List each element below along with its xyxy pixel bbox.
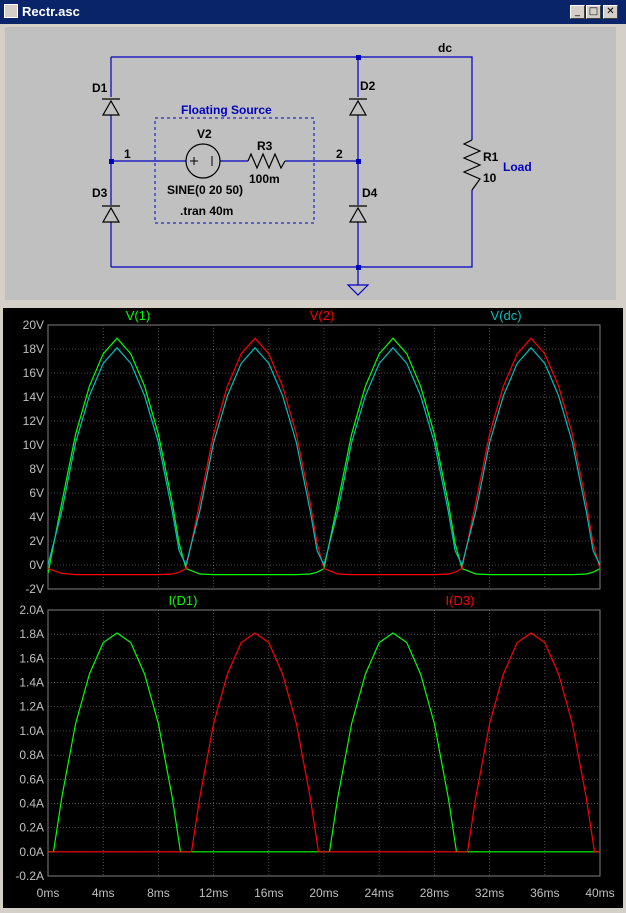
trace-label[interactable]: V(dc) [490,308,521,323]
y-tick-label: 1.8A [19,627,44,641]
y-tick-label: 0V [29,558,44,572]
load-label: Load [503,160,532,174]
label-d4: D4 [362,186,378,200]
y-tick-label: -2V [25,582,44,596]
schematic-canvas[interactable]: dc 1 2 D1 D2 D3 D4 V2 R3 100m R1 10 SINE… [5,27,616,300]
y-tick-label: 20V [23,318,44,332]
label-r3: R3 [257,139,273,153]
y-tick-label: 8V [29,462,44,476]
source-spec-label: SINE(0 20 50) [167,183,243,197]
y-tick-label: 12V [23,414,44,428]
x-tick-label: 24ms [365,886,394,900]
y-tick-label: 0.4A [19,796,44,810]
current-plot[interactable]: -0.2A 0.0A 0.2A 0.4A 0.6A 0.8A 1.0A 1.2A 1.4A 1.6… [15,593,614,900]
series-line-vdc[interactable] [47,346,601,567]
y-tick-label: 10V [23,438,44,452]
maximize-button[interactable]: □ [586,5,601,19]
diode-d4[interactable] [348,205,368,223]
label-r3-value: 100m [249,172,280,186]
waveform-pane[interactable]: -2V 0V 2V 4V 6V 8V 10V 12V 14V 16V 18V 20V V(1) V(2) V… [3,308,623,908]
label-d2: D2 [360,79,376,93]
y-tick-label: 1.0A [19,724,44,738]
x-tick-label: 36ms [530,886,559,900]
schematic-wires [110,56,473,285]
y-tick-label: 14V [23,390,44,404]
y-tick-label: 0.8A [19,748,44,762]
x-tick-label: 40ms [585,886,614,900]
ground-symbol [346,284,370,296]
schematic-pane[interactable]: dc 1 2 D1 D2 D3 D4 V2 R3 100m R1 10 SINE… [5,27,616,300]
minimize-button[interactable]: _ [570,5,585,19]
diode-d2[interactable] [348,98,368,116]
app-icon [4,4,18,18]
y-tick-label: 6V [29,486,44,500]
series-line-id3[interactable] [48,632,600,853]
label-r1: R1 [483,150,499,164]
close-button[interactable]: ✕ [603,5,618,19]
resistor-r1[interactable] [462,139,482,191]
x-tick-label: 8ms [147,886,170,900]
label-v2: V2 [197,127,212,141]
voltage-source-v2[interactable] [185,143,221,179]
x-tick-label: 16ms [254,886,283,900]
waveform-canvas[interactable]: -2V 0V 2V 4V 6V 8V 10V 12V 14V 16V 18V 20V V(1) V(2) V… [3,308,623,908]
floating-source-label: Floating Source [181,103,272,117]
x-tick-label: 12ms [199,886,228,900]
series-line-v2[interactable] [47,337,601,576]
window-title: Rectr.asc [22,4,80,19]
y-tick-label: 16V [23,366,44,380]
y-tick-label: 4V [29,510,44,524]
y-tick-label: 18V [23,342,44,356]
x-tick-label: 4ms [92,886,115,900]
x-tick-label: 28ms [420,886,449,900]
trace-label[interactable]: I(D3) [446,593,475,608]
resistor-r3[interactable] [247,152,286,170]
label-d3: D3 [92,186,108,200]
diode-d3[interactable] [101,205,121,223]
floating-source-box [154,117,315,224]
x-tick-label: 32ms [475,886,504,900]
trace-label[interactable]: I(D1) [169,593,198,608]
y-tick-label: 2.0A [19,603,44,617]
pane-splitter[interactable] [0,300,626,308]
y-tick-label: 1.4A [19,676,44,690]
y-tick-label: 0.6A [19,772,44,786]
trace-label[interactable]: V(1) [126,308,151,323]
label-r1-value: 10 [483,171,497,185]
y-tick-label: 0.0A [19,845,44,859]
title-bar[interactable]: Rectr.asc _ □ ✕ [0,0,626,24]
tran-directive: .tran 40m [180,204,233,218]
x-tick-label: 0ms [37,886,60,900]
net-label-2: 2 [336,147,343,161]
y-tick-label: -0.2A [15,869,44,883]
x-tick-label: 20ms [309,886,338,900]
diode-d1[interactable] [101,98,121,116]
net-label-dc: dc [438,41,452,55]
y-tick-label: 1.6A [19,651,44,665]
voltage-plot[interactable]: -2V 0V 2V 4V 6V 8V 10V 12V 14V 16V 18V 20V V(1) V(2) V… [23,308,601,596]
label-d1: D1 [92,81,108,95]
trace-label[interactable]: V(2) [310,308,335,323]
junction-dots [109,55,361,270]
y-tick-label: 2V [29,534,44,548]
y-tick-label: 0.2A [19,821,44,835]
net-label-1: 1 [124,147,131,161]
y-tick-label: 1.2A [19,700,44,714]
